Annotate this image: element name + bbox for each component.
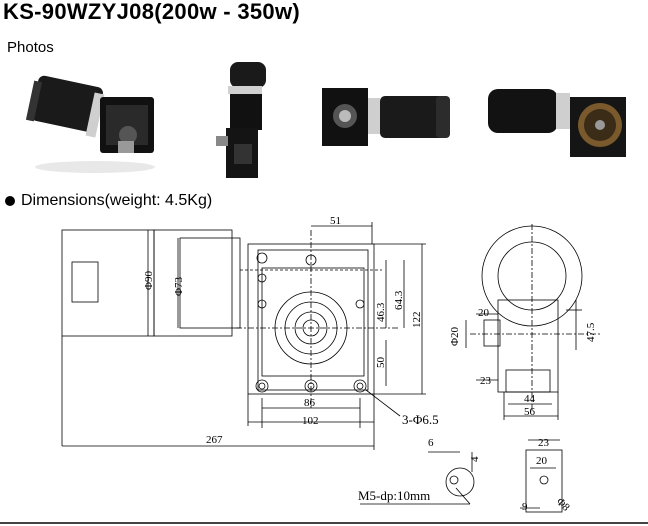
gearbox-side-view: [465, 224, 600, 420]
bullet-icon: [5, 196, 15, 206]
page-title: KS-90WZYJ08(200w - 350w): [3, 0, 300, 24]
dim-86: 86: [304, 397, 316, 409]
product-photo-2: [216, 62, 266, 178]
dimension-drawing: 51 Φ90 Φ73 46.3 64.3 122 50 86 102 267 3…: [61, 215, 600, 514]
gearbox-front-view: [236, 230, 400, 410]
keyway-detail: [520, 439, 563, 513]
dim-9: 9: [522, 501, 528, 513]
dim-6: 6: [428, 437, 434, 449]
product-photo-1: [25, 75, 155, 173]
dimensions-heading: Dimensions(weight: 4.5Kg): [5, 192, 212, 210]
dim-20-key: 20: [536, 455, 548, 467]
dim-4: 4: [469, 456, 481, 462]
dimensions-heading-text: Dimensions(weight: 4.5Kg): [21, 192, 213, 209]
dimension-lines-front: [62, 222, 426, 450]
dim-m5: M5-dp:10mm: [358, 488, 430, 503]
dim-44: 44: [524, 393, 536, 405]
dim-phi8: Φ8: [554, 496, 572, 514]
dim-122: 122: [411, 312, 423, 329]
dim-phi20: Φ20: [449, 326, 461, 346]
dim-47-5: 47.5: [585, 322, 597, 342]
dim-phi73: Φ73: [173, 276, 185, 296]
dim-267: 267: [206, 434, 223, 446]
dim-phi90: Φ90: [143, 270, 155, 290]
dim-holes: 3-Φ6.5: [402, 412, 439, 427]
dim-46-3: 46.3: [375, 302, 387, 322]
dim-50: 50: [375, 357, 387, 369]
bottom-rule: [0, 522, 648, 524]
dim-56: 56: [524, 406, 536, 418]
motor-side-view: [61, 229, 241, 446]
dim-64-3: 64.3: [393, 290, 405, 310]
dim-23-side: 23: [480, 375, 492, 387]
dim-51: 51: [330, 215, 341, 227]
dim-23-key: 23: [538, 437, 550, 449]
product-photo-4: [488, 89, 626, 157]
dim-20-top: 20: [478, 307, 490, 319]
shaft-detail-m5: [360, 451, 475, 505]
product-photo-3: [322, 88, 450, 146]
dim-102: 102: [302, 415, 319, 427]
photos-label: Photos: [7, 39, 54, 56]
